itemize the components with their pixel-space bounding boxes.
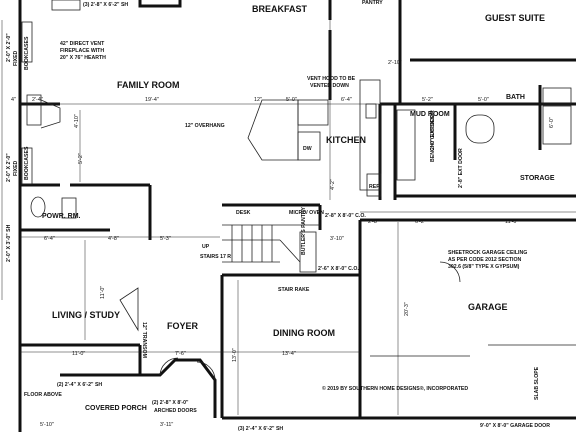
note-sheetrock-3: 302.6 (5/8" TYPE X GYPSUM) (448, 264, 520, 270)
label-storage: STORAGE (520, 175, 555, 182)
staircase (222, 224, 320, 273)
label-desk: DESK (236, 210, 251, 216)
label-dining-room: DINING ROOM (273, 328, 335, 338)
opening-left-window-c: 2'-0" X 3'-0" SH (6, 224, 12, 262)
note-arched-doors: ARCHED DOORS (154, 408, 197, 414)
opening-mud-door: 2'-0" EXT DOOR (430, 110, 436, 150)
label-ref: REF. (369, 184, 381, 190)
dimension-lines (1, 20, 576, 415)
label-garage: GARAGE (468, 302, 508, 312)
label-guest-suite: GUEST SUITE (485, 13, 545, 23)
note-stair-rake: STAIR RAKE (278, 287, 310, 293)
label-mud-room: MUD ROOM (410, 111, 450, 118)
dim-20-3: 20'-3" (404, 302, 410, 316)
dim-11-0: 11'-0" (72, 351, 85, 357)
label-covered-porch: COVERED PORCH (85, 405, 147, 412)
label-kitchen: KITCHEN (326, 135, 366, 145)
dimension-labels: 19'-4" 4" 2'-4" 12" 5'-0" 6'-4" 5'-2" 5'… (11, 60, 555, 428)
dim-13-0v: 13'-0" (232, 348, 238, 362)
note-transom: 12" TRANSOM (141, 322, 147, 358)
note-floor-above: FLOOR ABOVE (24, 392, 62, 398)
dim-4-2: 4'-2" (330, 179, 336, 190)
dim-6-4: 6'-4" (341, 97, 352, 103)
note-bookcases-bottom: BOOKCASES (24, 146, 30, 180)
dim-5-0: 5'-0" (286, 97, 297, 103)
dim-6-2: 6'-2" (415, 219, 426, 225)
opening-co-b: 2'-6" X 8'-0" C.O. (318, 266, 359, 272)
note-sheetrock-1: SHEETROCK GARAGE CEILING (448, 250, 527, 256)
dim-5-10: 5'-10" (40, 422, 54, 428)
dim-4-10: 4'-10" (74, 114, 80, 128)
opening-ext-door: 2'-8" EXT DOOR (458, 148, 464, 188)
opening-porch-windows: (2) 2'-4" X 6'-2" SH (57, 382, 102, 388)
dim-2-4: 2'-4" (32, 97, 43, 103)
opening-labels: (3) 2'-8" X 6'-2" SH 2'-0" X 2'-0" 2'-0"… (6, 2, 550, 432)
opening-left-window-a: 2'-0" X 2'-0" (6, 33, 12, 62)
dim-19-4: 19'-4" (145, 97, 159, 103)
note-overhang: 12" OVERHANG (185, 123, 225, 129)
label-slab-slope: SLAB SLOPE (534, 366, 540, 400)
dim-6-4v: 6'-4" (44, 236, 55, 242)
dim-4-8: 4'-8" (108, 236, 119, 242)
dim-2-8: 2'-8" (368, 219, 379, 225)
label-bench-cubbies: BENCH / CUBBIES (430, 115, 436, 162)
note-fixed-top: FIXED (13, 50, 19, 66)
label-living-study: LIVING / STUDY (52, 310, 120, 320)
dim-2-10: 2'-10" (388, 60, 402, 66)
dim-5-2v: 5'-2" (78, 153, 84, 164)
label-family-room: FAMILY ROOM (117, 80, 180, 90)
note-vent-hood-2: VENTED DOWN (310, 83, 349, 89)
note-vent-hood-1: VENT HOOD TO BE (307, 76, 356, 82)
dim-6-0: 6'-0" (549, 117, 555, 128)
note-copyright: © 2019 BY SOUTHERN HOME DESIGNS®, INCORP… (322, 385, 468, 392)
walls (18, 0, 576, 432)
note-stairs: STAIRS 17 R (200, 254, 231, 260)
opening-bottom-windows: (3) 2'-4" X 6'-2" SH (238, 426, 283, 432)
dim-3-10: 3'-10" (330, 236, 344, 242)
dim-11-0g: 11'-0" (505, 219, 518, 225)
label-dw: DW (303, 146, 312, 152)
note-fireplace-2: FIREPLACE WITH (60, 48, 104, 54)
opening-left-window-b: 2'-0" X 2'-0" (6, 153, 12, 182)
annotations: 42" DIRECT VENT FIREPLACE WITH 20" X 76"… (13, 36, 527, 414)
dim-12a: 12" (254, 97, 262, 103)
dim-5-2: 5'-2" (422, 97, 433, 103)
opening-foyer-doors: (2) 2'-8" X 8'-0" (152, 400, 189, 406)
dim-11-0v: 11'-0" (100, 286, 106, 299)
note-fireplace-3: 20" X 76" HEARTH (60, 55, 106, 61)
opening-co-a: 2'-8" X 8'-0" C.O. (325, 213, 366, 219)
label-breakfast: BREAKFAST (252, 4, 308, 14)
label-bath: BATH (506, 94, 525, 101)
note-sheetrock-2: AS PER CODE 2012 SECTION (448, 257, 521, 263)
note-bookcases-top: BOOKCASES (24, 36, 30, 70)
dim-4: 4" (11, 97, 16, 103)
note-up: UP (202, 244, 210, 250)
dim-13-4: 13'-4" (282, 351, 296, 357)
room-labels: BREAKFAST GUEST SUITE FAMILY ROOM KITCHE… (42, 0, 555, 412)
label-pantry: PANTRY (362, 0, 383, 6)
label-micro-oven: MICRO/ OVEN (289, 210, 324, 216)
opening-garage-door: 9'-0" X 8'-0" GARAGE DOOR (480, 423, 550, 429)
dim-7-6: 7'-6" (175, 351, 186, 357)
note-fixed-bottom: FIXED (13, 160, 19, 176)
label-powder-room: POWR. RM. (42, 213, 81, 220)
dim-5-0b: 5'-0" (478, 97, 489, 103)
note-fireplace-1: 42" DIRECT VENT (60, 41, 105, 47)
opening-top-window: (3) 2'-8" X 6'-2" SH (83, 2, 128, 8)
label-butlers-pantry: BUTLER'S PANTRY (301, 207, 307, 255)
dim-3-11: 3'-11" (160, 422, 173, 428)
dim-5-3: 5'-3" (160, 236, 171, 242)
label-foyer: FOYER (167, 321, 199, 331)
